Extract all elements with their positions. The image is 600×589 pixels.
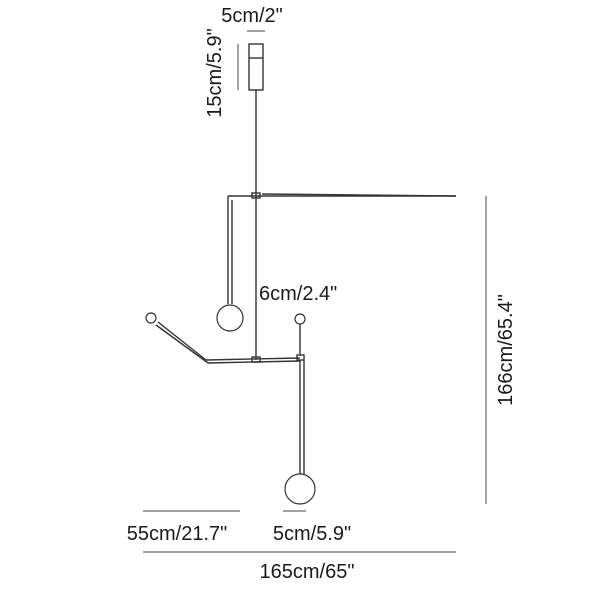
globe-offset-label: 5cm/5.9" (273, 523, 351, 545)
lower-arm (205, 357, 301, 361)
stem-gap-label: 6cm/2.4" (259, 283, 337, 305)
diagonal-end-knob (145, 312, 157, 324)
diagonal-arm-inner (155, 324, 209, 364)
upper-globe (216, 304, 244, 332)
canopy-width-label: 5cm/2" (221, 5, 283, 27)
right-top-knob (294, 313, 306, 325)
total-width-label: 165cm/65" (260, 561, 355, 583)
canopy-height-label: 15cm/5.9" (204, 28, 226, 117)
left-arm-label: 55cm/21.7" (127, 523, 228, 545)
diagonal-arm (157, 321, 207, 361)
total-height-label: 166cm/65.4" (495, 294, 517, 406)
canopy (248, 43, 264, 91)
upper-arm-taper (261, 193, 457, 197)
upper-joint (251, 192, 261, 199)
lower-joint (251, 356, 261, 363)
lower-globe (284, 473, 316, 505)
